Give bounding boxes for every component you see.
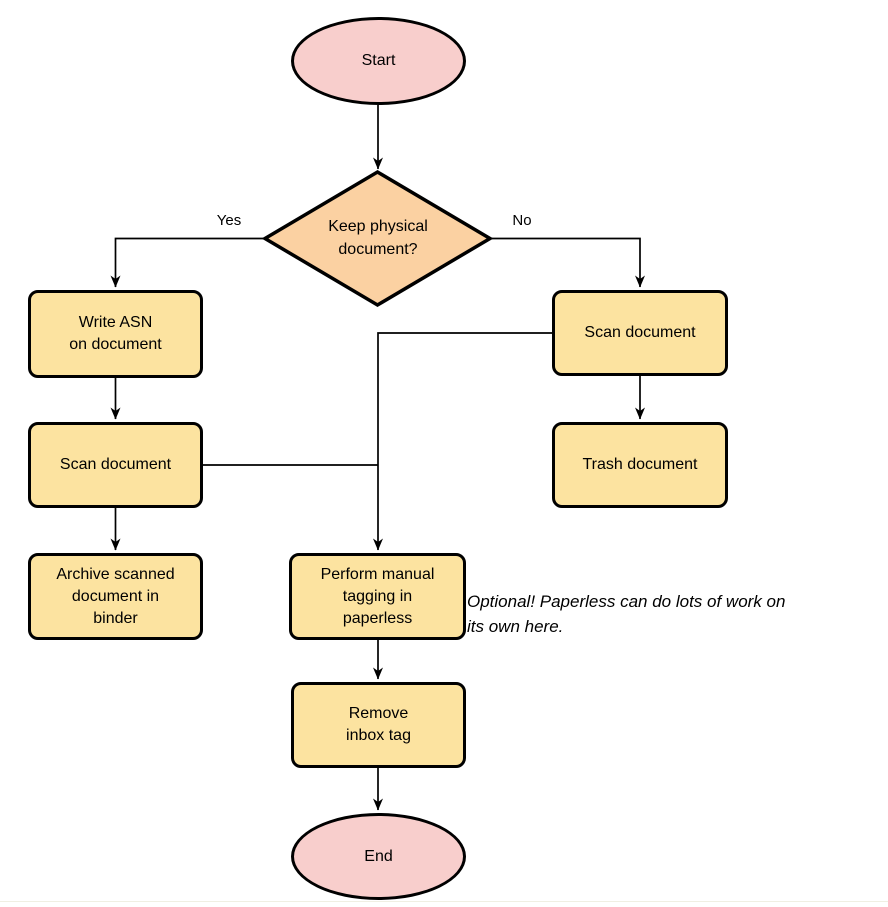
remove-inbox-line2: inbox tag bbox=[346, 727, 411, 744]
connector-decision-write-asn bbox=[110, 237, 265, 288]
annotation-line1: Optional! Paperless can do lots of work … bbox=[467, 592, 786, 611]
decision-label-line1: Keep physical bbox=[328, 218, 428, 235]
node-end: End bbox=[291, 813, 466, 900]
node-start-label: Start bbox=[361, 52, 396, 69]
annotation-line2: its own here. bbox=[467, 617, 564, 636]
node-scan-document-right: Scan document bbox=[552, 290, 728, 376]
node-end-label: End bbox=[364, 847, 393, 865]
node-decision-shape bbox=[261, 169, 494, 308]
scan-right-label: Scan document bbox=[584, 324, 696, 341]
tagging-line1: Perform manual bbox=[320, 565, 435, 583]
scan-left-label: Scan document bbox=[59, 456, 172, 473]
archive-line3: binder bbox=[93, 609, 138, 627]
tagging-line2: tagging in bbox=[342, 587, 413, 605]
annotation-optional-note: Optional! Paperless can do lots of work … bbox=[467, 589, 887, 639]
node-write-asn: Write ASN on document bbox=[28, 290, 203, 378]
node-archive-document: Archive scanned document in binder bbox=[28, 553, 203, 640]
node-trash-document: Trash document bbox=[552, 422, 728, 508]
write-asn-line2: on document bbox=[69, 336, 162, 353]
remove-inbox-line1: Remove bbox=[348, 705, 409, 722]
node-scan-document-left: Scan document bbox=[28, 422, 203, 508]
write-asn-line1: Write ASN bbox=[78, 314, 153, 331]
bottom-edge-divider bbox=[0, 901, 888, 902]
trash-label: Trash document bbox=[582, 456, 698, 473]
node-manual-tagging: Perform manual tagging in paperless bbox=[289, 553, 466, 640]
tagging-line3: paperless bbox=[342, 609, 413, 627]
edge-label-no: No bbox=[512, 212, 532, 229]
archive-line1: Archive scanned bbox=[56, 565, 175, 583]
node-start: Start bbox=[291, 17, 466, 105]
archive-line2: document in bbox=[71, 587, 160, 605]
connector-scan-right-tagging bbox=[373, 332, 552, 551]
edge-label-yes: Yes bbox=[216, 212, 242, 229]
node-decision-label: Keep physical document? bbox=[278, 213, 478, 263]
node-remove-inbox-tag: Remove inbox tag bbox=[291, 682, 466, 768]
connector-decision-scan-right bbox=[490, 237, 645, 288]
decision-label-line2: document? bbox=[338, 241, 418, 258]
